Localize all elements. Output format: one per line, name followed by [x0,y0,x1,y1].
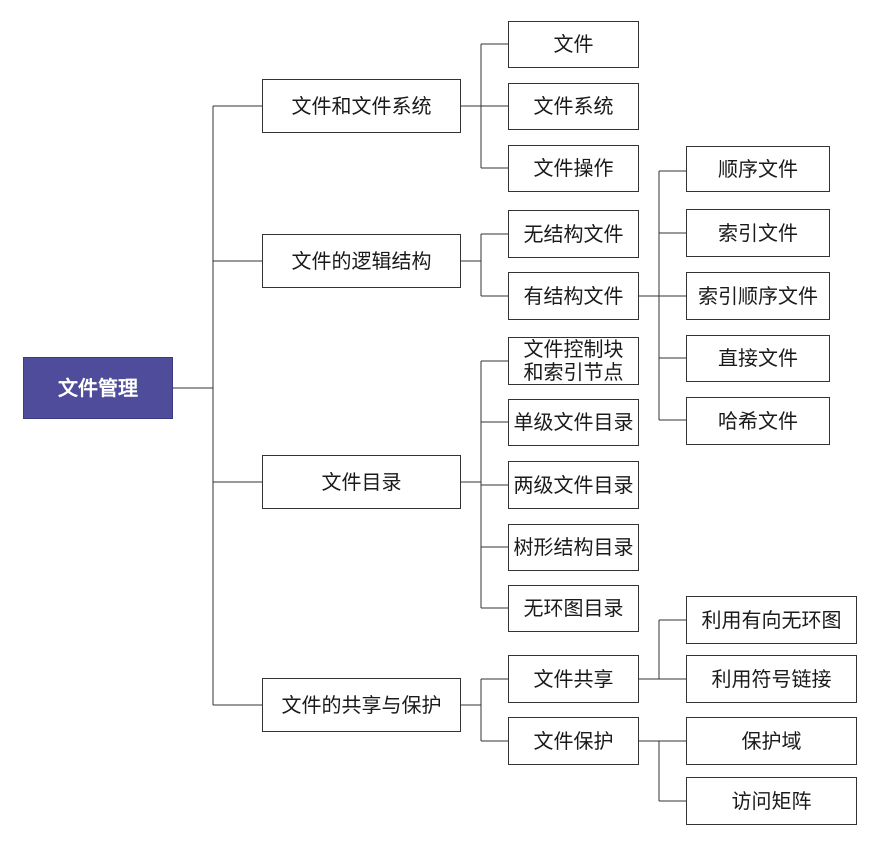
node-label: 顺序文件 [718,156,798,181]
node-label: 访问矩阵 [731,788,812,813]
node-label: 无环图目录 [523,596,624,620]
node-label: 文件共享 [533,666,614,691]
node-direct-file: 直接文件 [686,335,830,382]
node-label: 索引文件 [718,220,798,245]
node-label: 保护域 [741,728,802,753]
node-unstructured-file: 无结构文件 [508,210,639,258]
node-acyclic-graph-directory: 无环图目录 [508,585,639,632]
node-label: 文件目录 [321,469,402,494]
node-label: 文件的共享与保护 [281,692,442,717]
root-node: 文件管理 [23,357,173,419]
node-file-sharing: 文件共享 [508,655,639,703]
node-label: 文件操作 [533,156,614,180]
node-access-matrix: 访问矩阵 [686,777,857,825]
node-two-level-directory: 两级文件目录 [508,461,639,509]
node-indexed-sequential-file: 索引顺序文件 [686,272,830,320]
node-single-level-directory: 单级文件目录 [508,399,639,446]
node-label: 索引顺序文件 [698,283,818,308]
node-logical-structure: 文件的逻辑结构 [262,234,461,288]
node-label: 哈希文件 [718,408,798,433]
node-indexed-file: 索引文件 [686,209,830,257]
node-label: 单级文件目录 [513,410,634,434]
node-file-operations: 文件操作 [508,145,639,192]
node-label: 文件和文件系统 [291,93,432,118]
node-label: 直接文件 [718,346,798,370]
node-sharing-and-protection: 文件的共享与保护 [262,678,461,732]
node-label: 利用有向无环图 [701,607,842,632]
node-label: 文件的逻辑结构 [291,248,432,273]
node-file-directory: 文件目录 [262,455,461,509]
node-label: 利用符号链接 [711,666,832,691]
node-label: 树形结构目录 [513,535,634,559]
node-file-system: 文件系统 [508,83,639,130]
node-tree-directory: 树形结构目录 [508,524,639,571]
node-file-protection: 文件保护 [508,717,639,765]
node-label: 文件控制块 和索引节点 [523,337,624,384]
root-node-label: 文件管理 [58,375,138,400]
node-structured-file: 有结构文件 [508,272,639,320]
node-label: 文件保护 [533,728,614,753]
node-use-dag: 利用有向无环图 [686,596,857,644]
node-label: 文件系统 [533,94,614,118]
node-label: 两级文件目录 [513,472,634,497]
node-fcb-and-index-node: 文件控制块 和索引节点 [508,337,639,385]
node-sequential-file: 顺序文件 [686,146,830,192]
node-use-symbolic-link: 利用符号链接 [686,655,857,703]
node-label: 文件 [553,32,594,56]
node-label: 无结构文件 [523,221,624,246]
node-hash-file: 哈希文件 [686,397,830,445]
node-files-and-file-system: 文件和文件系统 [262,79,461,133]
node-label: 有结构文件 [523,283,624,308]
node-file: 文件 [508,21,639,68]
node-protection-domain: 保护域 [686,717,857,765]
